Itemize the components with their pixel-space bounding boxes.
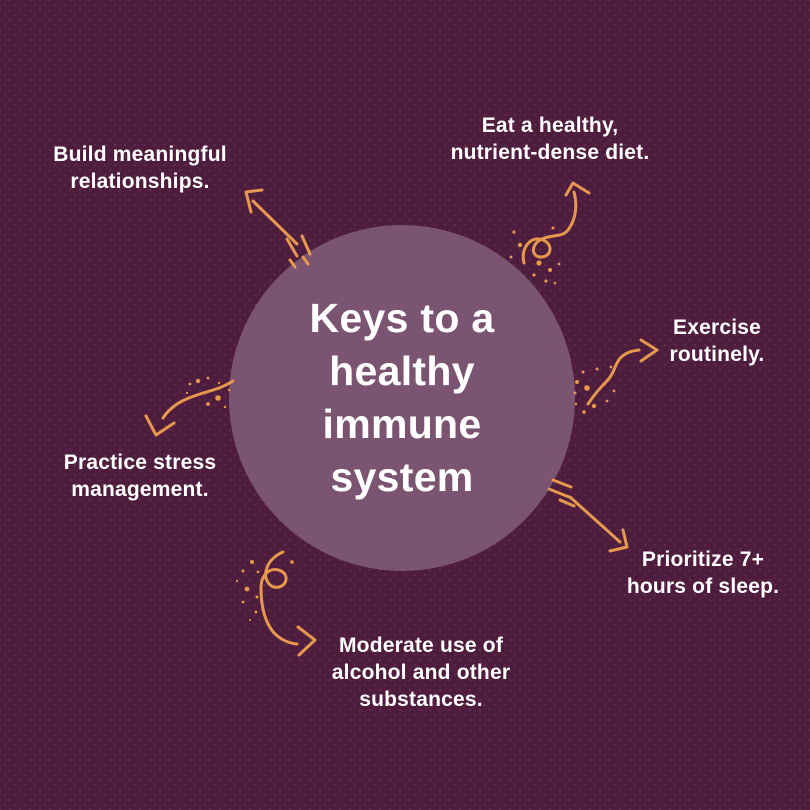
label-stress-management: Practice stress management. xyxy=(32,449,248,503)
label-moderate-substances: Moderate use of alcohol and other substa… xyxy=(311,632,531,713)
label-line: Build meaningful xyxy=(53,143,227,166)
label-line: relationships. xyxy=(70,170,210,193)
label-line: Prioritize 7+ xyxy=(641,548,765,571)
title-line: system xyxy=(330,454,474,500)
label-line: alcohol and other xyxy=(331,661,511,684)
label-prioritize-sleep: Prioritize 7+ hours of sleep. xyxy=(612,546,794,600)
hand-drawn-curly-arrow-up-icon xyxy=(509,181,591,285)
hand-drawn-loop-arrow-down-icon xyxy=(235,550,317,657)
label-exercise-routinely: Exercise routinely. xyxy=(642,314,792,368)
label-line: Exercise xyxy=(672,316,761,339)
title-line: immune xyxy=(322,401,482,447)
hand-drawn-wavy-arrow-left-icon xyxy=(144,376,235,437)
hand-drawn-arrow-down-right-icon xyxy=(547,478,629,553)
hand-drawn-arrow-up-left-icon xyxy=(244,188,312,269)
label-line: substances. xyxy=(359,688,483,711)
title-line: Keys to a xyxy=(309,295,495,341)
label-build-relationships: Build meaningful relationships. xyxy=(20,141,260,195)
label-line: Eat a healthy, xyxy=(481,114,619,137)
label-line: nutrient-dense diet. xyxy=(450,141,650,164)
center-circle: Keys to a healthy immune system xyxy=(229,225,575,571)
label-line: routinely. xyxy=(669,343,765,366)
label-line: Practice stress xyxy=(63,451,217,474)
label-nutrient-dense-diet: Eat a healthy, nutrient-dense diet. xyxy=(420,112,680,166)
label-line: Moderate use of xyxy=(338,634,504,657)
title-line: healthy xyxy=(329,348,475,394)
label-line: management. xyxy=(71,478,209,501)
label-line: hours of sleep. xyxy=(626,575,780,598)
page-title: Keys to a healthy immune system xyxy=(310,292,495,504)
